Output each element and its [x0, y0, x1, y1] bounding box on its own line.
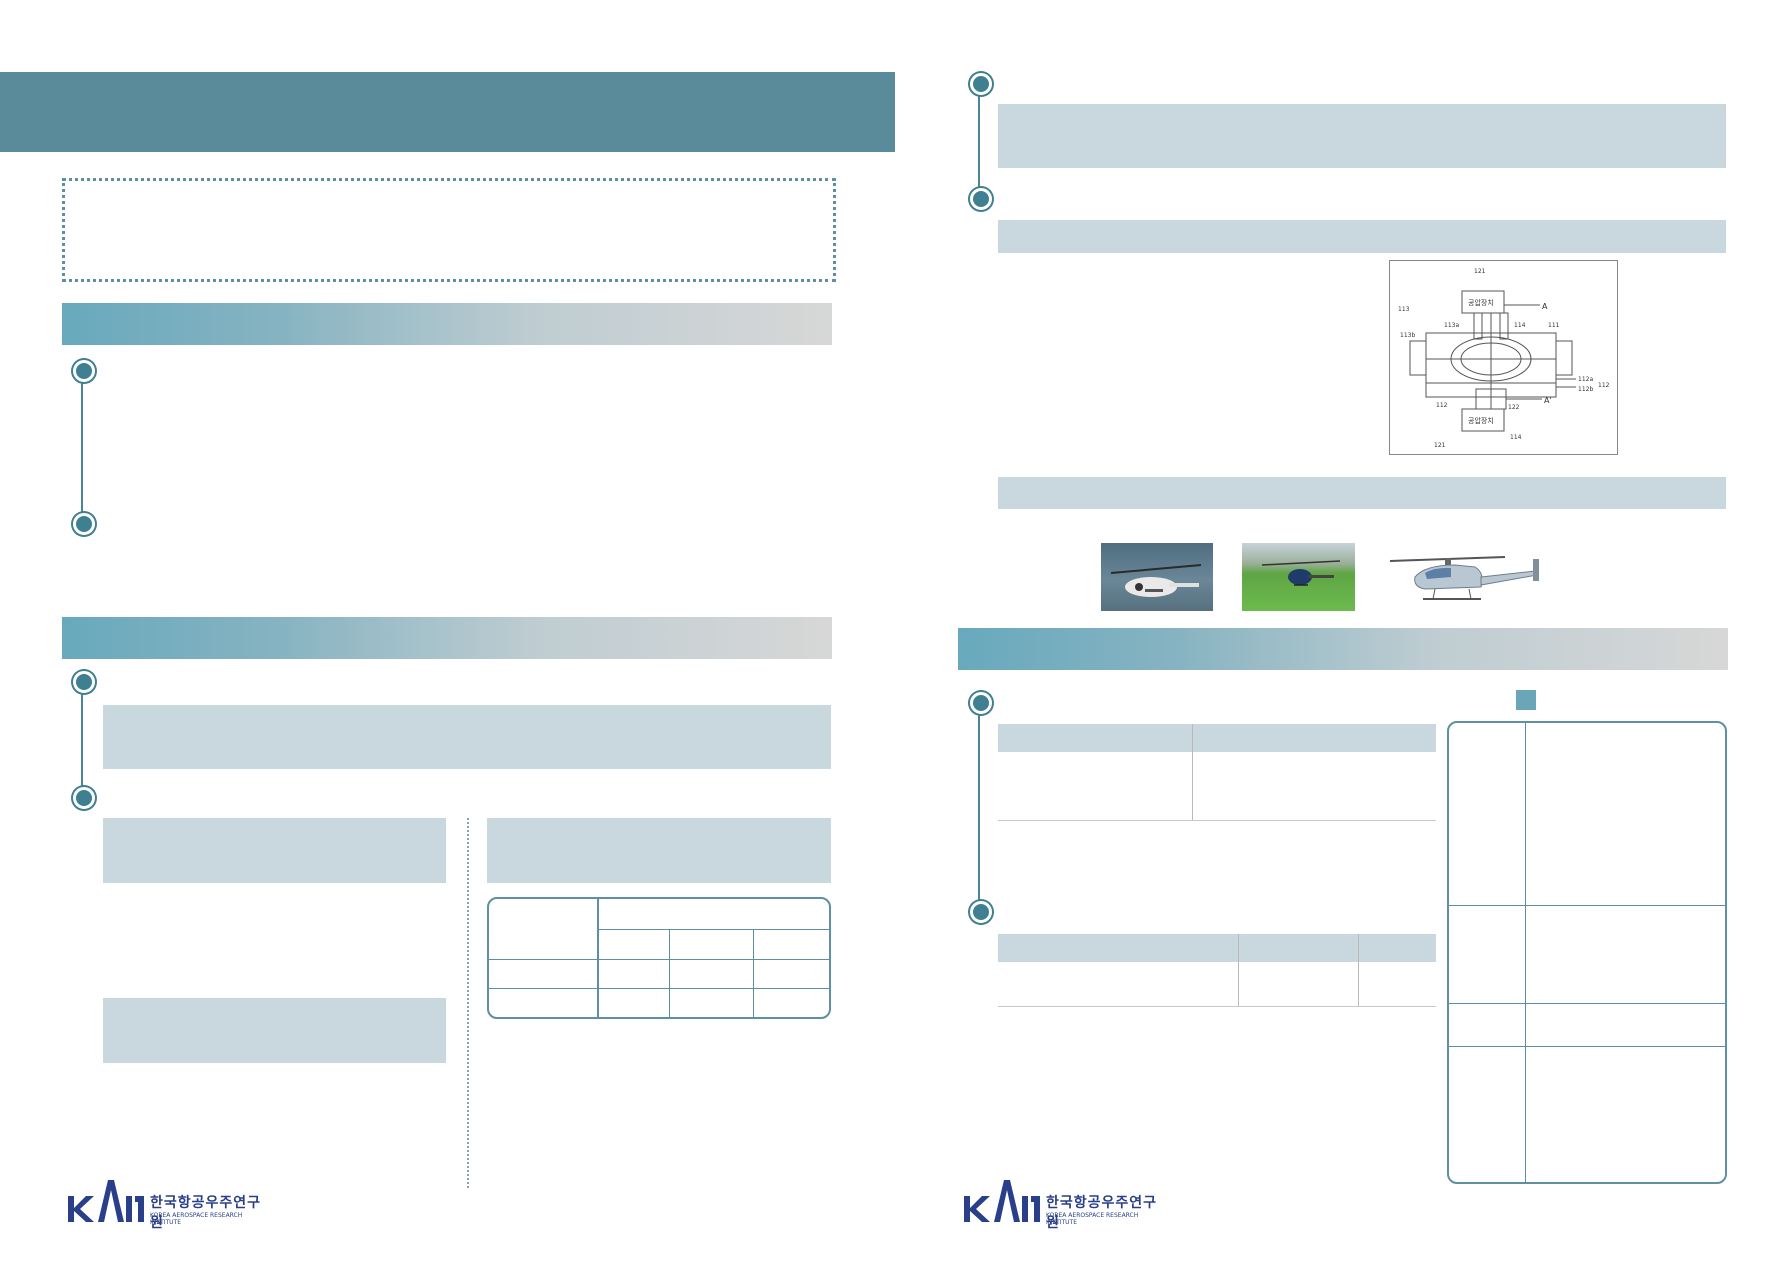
- table-rule: [1449, 905, 1725, 906]
- diagram-label: 112: [1436, 402, 1448, 409]
- helicopter-photo-sea: [1101, 543, 1213, 611]
- timeline-line-2: [81, 680, 83, 798]
- table-rule: [998, 820, 1436, 821]
- timeline-line-3: [978, 88, 980, 196]
- bullet-icon: [73, 513, 95, 535]
- table-rule: [1525, 723, 1526, 1182]
- logo-name-en: KOREA AEROSPACE RESEARCH INSTITUTE: [150, 1212, 243, 1226]
- logo-mark-icon: [964, 1180, 1040, 1222]
- diagram-label: 122: [1508, 404, 1520, 411]
- table-header: [998, 934, 1436, 962]
- info-bar: [998, 220, 1726, 253]
- bullet-icon: [73, 671, 95, 693]
- diagram-label: 121: [1474, 268, 1486, 275]
- diagram-label: 112: [1598, 382, 1610, 389]
- diagram-label: 112a: [1578, 376, 1593, 383]
- bullet-icon: [970, 901, 992, 923]
- diagram-label: 113b: [1400, 332, 1415, 339]
- bullet-icon: [73, 787, 95, 809]
- diagram-box-label: 공압장치: [1468, 416, 1494, 425]
- timeline-line-4: [978, 710, 980, 910]
- small-square-marker: [1516, 690, 1536, 710]
- column-divider: [467, 818, 469, 1188]
- diagram-label: 114: [1510, 434, 1522, 441]
- section-header-3: [958, 628, 1728, 670]
- logo-name-ko: 한국항공우주연구원: [150, 1195, 262, 1231]
- section-header-1: [62, 303, 832, 345]
- table-rule: [597, 899, 599, 1017]
- table-rule: [753, 929, 754, 1017]
- timeline-line-1: [81, 370, 83, 522]
- data-table: [487, 897, 831, 1019]
- info-bar: [998, 477, 1726, 509]
- diagram-box-label: 공압장치: [1468, 298, 1494, 307]
- table-header: [998, 724, 1436, 752]
- logo-name-en: KOREA AEROSPACE RESEARCH INSTITUTE: [1046, 1212, 1139, 1226]
- table-rule: [597, 929, 829, 930]
- kari-logo: 한국항공우주연구원 KOREA AEROSPACE RESEARCH INSTI…: [64, 1178, 274, 1231]
- table-rule: [669, 929, 670, 1017]
- logo-mark-icon: [68, 1180, 144, 1222]
- helicopter-photo-field: [1242, 543, 1355, 611]
- diagram-label: 111: [1548, 322, 1560, 329]
- sidebar-table: [1447, 721, 1727, 1184]
- diagram-label: 113: [1398, 306, 1410, 313]
- patent-diagram: 121 공압장치 공압장치 113 113a 113b 114 111 A A'…: [1389, 260, 1618, 455]
- diagram-drawing: 121 공압장치 공압장치 113 113a 113b 114 111 A A'…: [1398, 268, 1610, 449]
- info-box: [487, 818, 831, 883]
- table-rule: [1449, 1003, 1725, 1004]
- bullet-icon: [73, 360, 95, 382]
- title-band: [0, 72, 895, 152]
- section-header-2: [62, 617, 832, 659]
- diagram-label: 112b: [1578, 386, 1593, 393]
- table-rule: [1358, 934, 1359, 1006]
- kari-logo: 한국항공우주연구원 KOREA AEROSPACE RESEARCH INSTI…: [960, 1178, 1170, 1231]
- logo-name-ko: 한국항공우주연구원: [1046, 1195, 1158, 1231]
- diagram-label: 114: [1514, 322, 1526, 329]
- bullet-icon: [970, 188, 992, 210]
- info-box: [103, 705, 831, 769]
- table-rule: [1238, 934, 1239, 1006]
- table-rule: [489, 988, 829, 989]
- table-rule: [1192, 724, 1193, 820]
- table-rule: [998, 1006, 1436, 1007]
- bullet-icon: [970, 73, 992, 95]
- diagram-label: 113a: [1444, 322, 1459, 329]
- info-box: [103, 818, 446, 883]
- diagram-label: A: [1542, 302, 1548, 311]
- info-box: [103, 998, 446, 1063]
- summary-box: [62, 178, 836, 282]
- info-box: [998, 104, 1726, 168]
- diagram-label: 121: [1434, 442, 1446, 449]
- table-rule: [1449, 1046, 1725, 1047]
- helicopter-rendering: [1385, 547, 1555, 615]
- table-rule: [489, 959, 829, 960]
- bullet-icon: [970, 692, 992, 714]
- diagram-label: A': [1544, 396, 1552, 405]
